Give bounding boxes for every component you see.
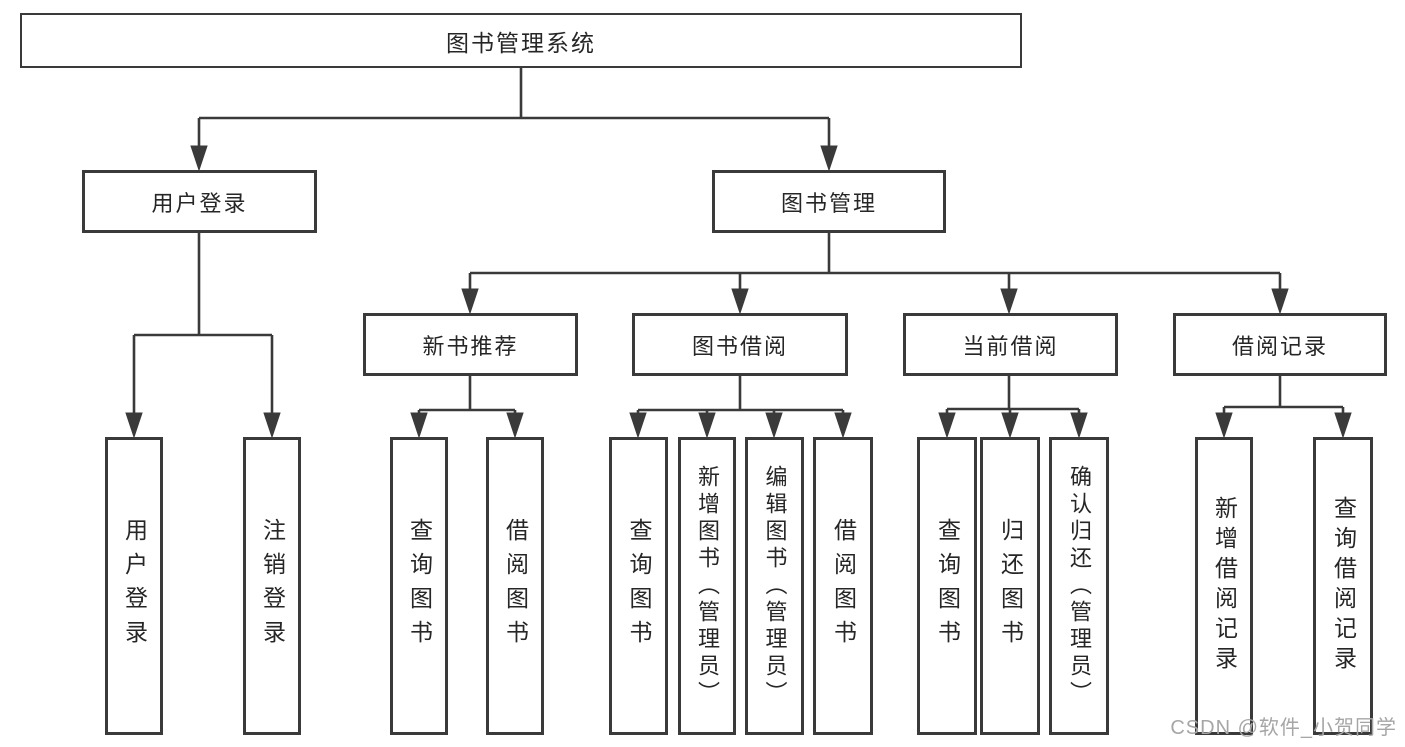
leaf-return-books: 归还图书 [980, 437, 1040, 735]
leaf-borrow-books-recommend: 借阅图书 [486, 437, 544, 735]
node-user-login: 用户登录 [82, 170, 317, 233]
leaf-query-borrow-record: 查询借阅记录 [1313, 437, 1373, 735]
leaf-query-books-borrowing: 查询图书 [609, 437, 668, 735]
leaf-confirm-return-admin: 确认归还（管理员） [1049, 437, 1109, 735]
node-library-management-system: 图书管理系统 [20, 13, 1022, 68]
node-book-borrowing: 图书借阅 [632, 313, 848, 376]
node-book-management: 图书管理 [712, 170, 946, 233]
leaf-add-borrow-record: 新增借阅记录 [1195, 437, 1253, 735]
leaf-user-login: 用户登录 [105, 437, 163, 735]
leaf-edit-books-admin: 编辑图书（管理员） [745, 437, 804, 735]
leaf-add-books-admin: 新增图书（管理员） [678, 437, 736, 735]
csdn-watermark: CSDN @软件_小贺同学 [1170, 717, 1397, 739]
leaf-query-books-recommend: 查询图书 [390, 437, 448, 735]
node-new-book-recommendation: 新书推荐 [363, 313, 578, 376]
leaf-query-books-current: 查询图书 [917, 437, 977, 735]
node-current-borrowing: 当前借阅 [903, 313, 1118, 376]
node-borrowing-records: 借阅记录 [1173, 313, 1387, 376]
leaf-borrow-books: 借阅图书 [813, 437, 873, 735]
leaf-logout: 注销登录 [243, 437, 301, 735]
